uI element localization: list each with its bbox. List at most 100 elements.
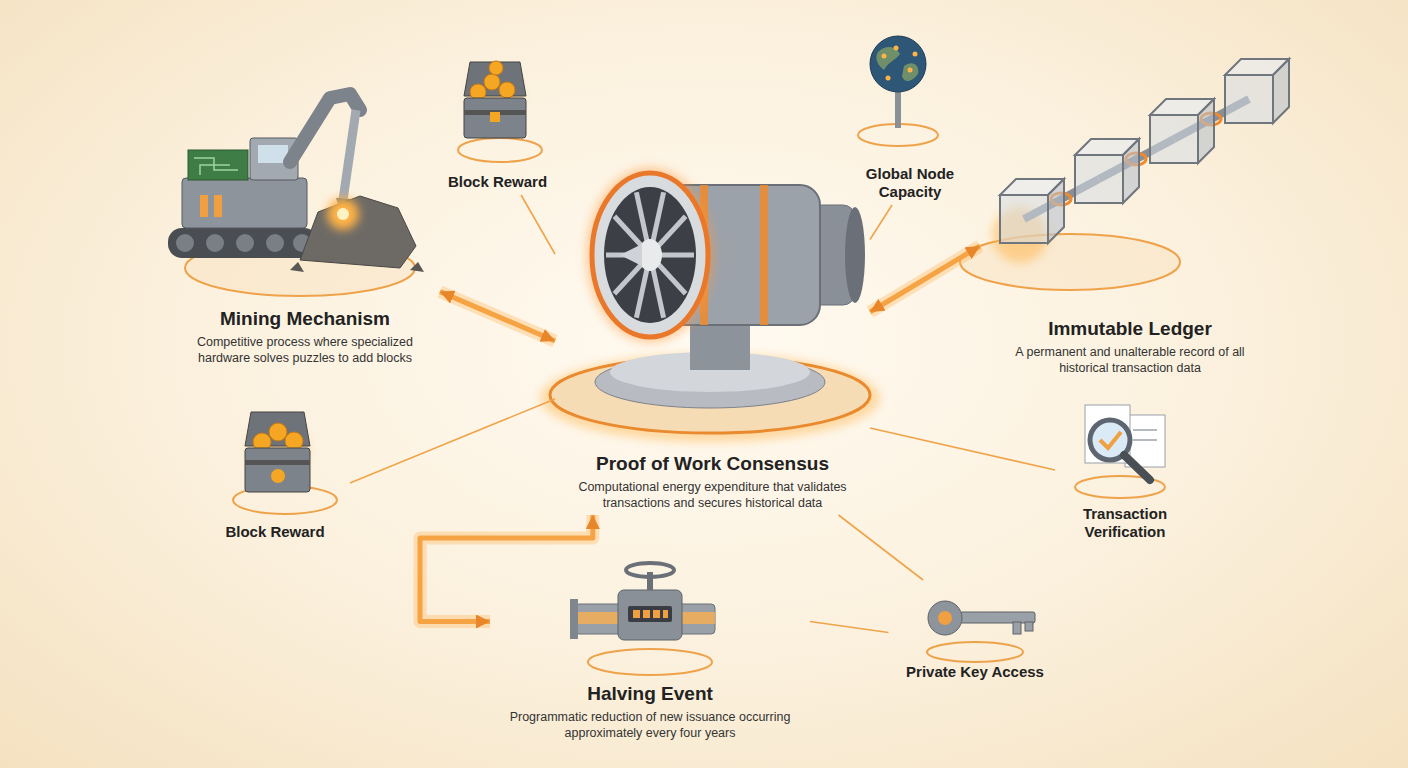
stripe — [200, 195, 208, 217]
connector-line — [810, 622, 889, 633]
key-tooth — [1013, 622, 1021, 634]
exhaust — [845, 207, 865, 303]
key-head — [928, 601, 962, 635]
node-title: Mining Mechanism — [174, 308, 436, 331]
cube-face — [1000, 195, 1048, 243]
cube-face — [1075, 155, 1123, 203]
excavator-body — [182, 178, 307, 228]
block-chain-illustration — [960, 59, 1289, 290]
node-text-wrap: Immutable Ledger A permanent and unaltera… — [1000, 318, 1260, 376]
treasure-chest-icon — [458, 61, 542, 162]
connector-line — [440, 292, 555, 341]
node-text-wrap: Proof of Work ConsensusComputational ene… — [560, 453, 865, 511]
wheel — [176, 234, 194, 252]
connector-line — [839, 515, 924, 580]
node-text-wrap: Block Reward — [443, 173, 553, 191]
circuit-panel — [188, 150, 248, 180]
connector-glow — [440, 292, 555, 341]
track — [168, 228, 318, 258]
spark-glow — [327, 198, 359, 230]
engine-mount — [690, 320, 750, 370]
coin — [285, 432, 303, 450]
wheel — [236, 234, 254, 252]
valve-wheel — [626, 563, 674, 577]
chest-emblem — [271, 469, 285, 483]
cube-face — [1150, 115, 1198, 163]
node-description: A permanent and unalterable record of al… — [1000, 344, 1260, 377]
diagram-node: Immutable Ledger A permanent and unaltera… — [980, 45, 1280, 380]
globe — [870, 36, 926, 92]
connector — [870, 246, 980, 312]
node-description: Computational energy expenditure that va… — [560, 479, 865, 512]
diagram-node: Block Reward — [439, 40, 557, 195]
coin — [484, 74, 500, 90]
globe-icon — [858, 36, 938, 146]
key-tooth — [1025, 622, 1033, 631]
coin — [489, 61, 503, 75]
glow — [586, 167, 714, 343]
cube-side — [1273, 59, 1289, 123]
intake — [604, 187, 696, 323]
platform-ring — [458, 138, 542, 162]
heat-band — [760, 185, 768, 325]
cube-side — [1048, 179, 1064, 243]
cube-face — [1225, 75, 1273, 123]
cube-side — [1198, 99, 1214, 163]
diagram-node: Mining MechanismCompetitive process wher… — [170, 90, 440, 370]
connector-line — [420, 515, 593, 622]
wheel — [206, 234, 224, 252]
valve-body — [618, 590, 682, 640]
node-text-wrap: Block Reward — [205, 523, 345, 541]
circuit-trace — [194, 158, 238, 175]
stripe — [214, 195, 222, 217]
valve-stem — [647, 572, 653, 590]
connector-glow — [420, 515, 593, 622]
connector — [521, 195, 555, 254]
counter-digit — [663, 610, 668, 618]
diagram-node: Transaction Verification — [1055, 395, 1195, 545]
coin — [499, 82, 515, 98]
chest-lock — [490, 112, 500, 122]
check-mark — [1100, 432, 1121, 448]
connector-line — [870, 246, 980, 312]
pipe-flange — [570, 599, 578, 639]
node-dot — [886, 76, 891, 81]
continent — [902, 63, 918, 81]
key-shaft — [960, 612, 1035, 623]
treasure-chest-icon — [233, 412, 337, 514]
node-dot — [894, 46, 899, 51]
node-text-wrap: Mining MechanismCompetitive process wher… — [174, 308, 436, 366]
doc-line — [1133, 429, 1157, 431]
node-title: Block Reward — [205, 523, 345, 541]
connector — [839, 515, 924, 580]
chest-box — [245, 448, 310, 492]
diagram-node: Halving EventProgrammatic reduction of n… — [490, 555, 810, 745]
diagram-node: Proof of Work ConsensusComputational ene… — [555, 225, 870, 515]
connector — [440, 292, 555, 341]
coin — [269, 423, 287, 441]
node-dot — [908, 68, 913, 73]
globe-stand — [895, 92, 901, 128]
rock — [300, 196, 416, 268]
counter-display — [628, 606, 672, 622]
connector — [870, 428, 1055, 470]
debris — [410, 262, 424, 272]
node-title: Global Node Capacity — [855, 165, 965, 201]
node-text-wrap: Global Node Capacity — [855, 165, 965, 201]
platform-ring — [927, 642, 1023, 662]
connector-line — [870, 428, 1055, 470]
node-dot — [882, 54, 887, 59]
connector — [350, 399, 555, 483]
excavator-illustration — [168, 94, 424, 296]
connector — [420, 515, 593, 622]
spinner-cone — [620, 244, 642, 266]
connector-line — [870, 205, 892, 240]
fan-blades — [606, 192, 694, 318]
cube-side — [1123, 139, 1139, 203]
node-title: Proof of Work Consensus — [560, 453, 865, 476]
node-title: Immutable Ledger — [1000, 318, 1260, 341]
valve-illustration — [570, 563, 715, 675]
node-description: Programmatic reduction of new issuance o… — [505, 709, 795, 742]
